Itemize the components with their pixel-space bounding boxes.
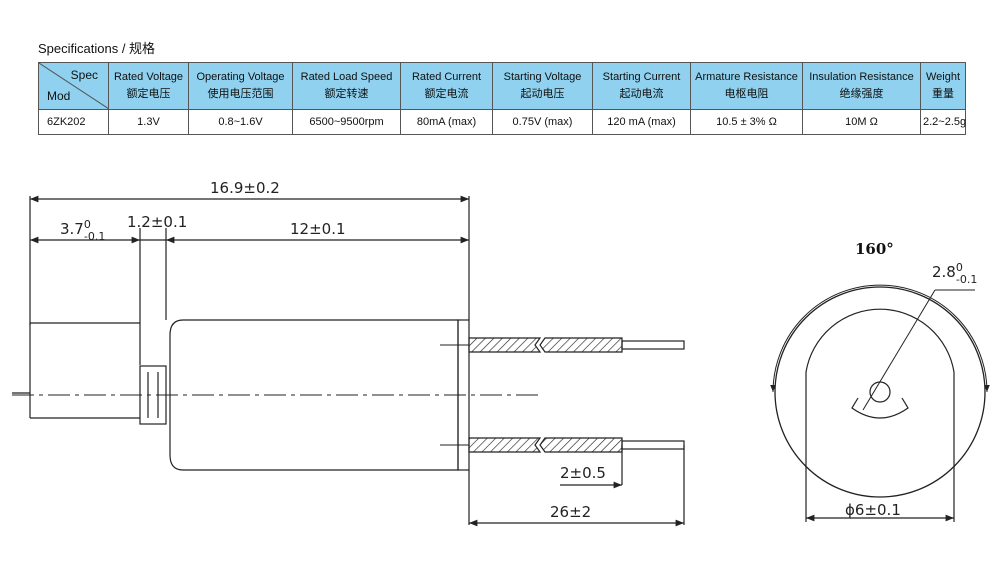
label-collar: 1.2±0.1 [127,213,187,231]
end-view [770,284,990,522]
lead-wire-upper-b [539,337,623,353]
outer-circle [774,286,986,498]
cell-rated-current: 80mA (max) [400,109,493,135]
lead-wire-upper-a [468,337,542,353]
cell-weight: 2.2~2.5g [920,109,966,135]
lead-wire-lower-a [468,437,542,453]
corner-mod-label: Mod [47,89,71,103]
lead-wire-lower-b [539,437,623,453]
shaft-circle [869,381,891,403]
cell-armature-resistance: 10.5 ± 3% Ω [690,109,803,135]
label-angle: 160° [855,240,894,258]
side-view [12,195,685,527]
spec-heading: Specifications / 规格 [38,41,156,56]
motor-body [169,319,459,471]
cell-rated-load-speed: 6500~9500rpm [292,109,401,135]
label-body-dia: ϕ6±0.1 [845,501,901,519]
cell-starting-voltage: 0.75V (max) [492,109,593,135]
label-total-length: 16.9±0.2 [210,179,280,197]
weight-sector-arc [805,308,955,373]
label-lead-strip: 2±0.5 [560,464,606,482]
weight-body [30,322,140,419]
cell-insulation-resistance: 10M Ω [802,109,921,135]
lead-wire-upper-core [621,340,685,350]
label-shaft-length: 3.70-0.1 [60,218,105,243]
cell-starting-current: 120 mA (max) [592,109,691,135]
label-body-length: 12±0.1 [290,220,346,238]
corner-cell: Spec Mod [38,62,109,110]
corner-spec-label: Spec [70,68,98,82]
cell-rated-voltage: 1.3V [108,109,189,135]
angle-arc [770,284,990,393]
weight-clip [851,397,909,419]
label-shaft-dia: 2.80-0.1 [932,261,977,286]
lead-wire-lower-core [621,440,685,450]
label-lead-length: 26±2 [550,503,591,521]
cell-operating-voltage: 0.8~1.6V [188,109,293,135]
corner-diagonal [39,63,109,109]
cell-model: 6ZK202 [38,109,109,135]
table-row: 6ZK202 1.3V 0.8~1.6V 6500~9500rpm 80mA (… [38,109,966,135]
